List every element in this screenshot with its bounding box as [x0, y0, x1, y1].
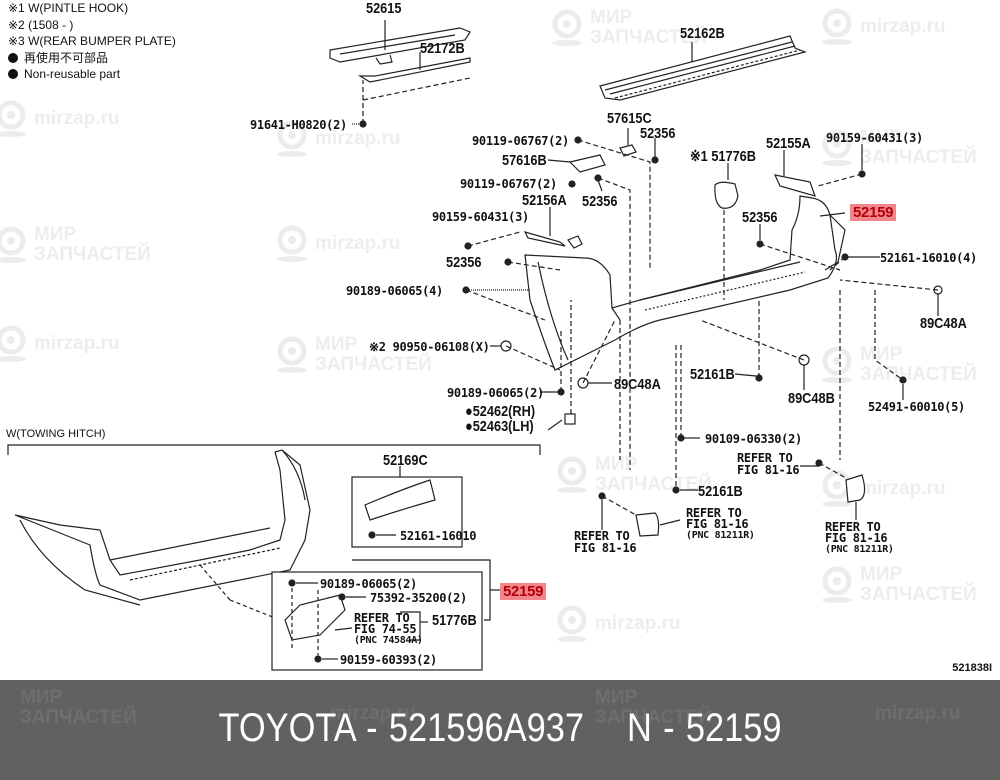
legend-note: ※3 W(REAR BUMPER PLATE) [8, 34, 176, 48]
part-label[interactable]: 52161B [690, 366, 735, 383]
part-label[interactable]: 91641-H0820(2) [250, 118, 347, 132]
part-label-highlighted[interactable]: 52159 [500, 583, 547, 600]
part-label[interactable]: 90109-06330(2) [705, 432, 802, 446]
part-label[interactable]: 89C48A [920, 315, 967, 332]
part-label[interactable]: 51776B [432, 612, 477, 629]
part-label[interactable]: 52356 [582, 193, 618, 210]
part-label[interactable]: 75392-35200(2) [370, 591, 467, 605]
part-label[interactable]: 90159-60431(3) [432, 210, 529, 224]
part-label[interactable]: 90159-60393(2) [340, 653, 437, 667]
part-label[interactable]: 52161-16010(4) [880, 251, 977, 265]
part-label[interactable]: 90159-60431(3) [826, 131, 923, 145]
legend-note: ※2 (1508 - ) [8, 17, 74, 32]
part-label[interactable]: 52161-16010 [400, 529, 477, 543]
part-label[interactable]: 52172B [420, 40, 465, 57]
part-label[interactable]: ※1 51776B [690, 148, 756, 165]
part-label[interactable]: 52356 [742, 209, 778, 226]
part-label[interactable]: 52155A [766, 135, 811, 152]
section-label: W(TOWING HITCH) [6, 428, 106, 440]
part-label[interactable]: 52161B [698, 483, 743, 500]
part-label[interactable]: ※2 90950-06108(X) [369, 340, 490, 354]
watermark: mirzap.ru [875, 703, 961, 724]
legend-bullet: Non-reusable part [8, 66, 176, 83]
part-label-highlighted[interactable]: 52159 [850, 204, 897, 221]
watermark: mirzap.ru [330, 703, 416, 724]
part-label[interactable]: 52162B [680, 25, 725, 42]
part-label[interactable]: 90189-06065(2) [320, 577, 417, 591]
part-number-title: TOYOTA - 521596A937 N - 52159 [70, 706, 930, 751]
exploded-view-drawing [7, 20, 943, 671]
part-label[interactable]: 89C48B [788, 390, 835, 407]
part-label[interactable]: ●52463(LH) [465, 418, 534, 435]
part-label[interactable]: 52169C [383, 452, 428, 469]
part-label[interactable]: 90189-06065(2) [447, 386, 544, 400]
part-label[interactable]: 52356 [446, 254, 482, 271]
legend-bullet: 再使用不可部品 [8, 50, 176, 67]
bullet-icon [8, 52, 18, 63]
bullet-icon [8, 69, 18, 79]
legend-note: ※1 W(PINTLE HOOK) [8, 1, 129, 15]
part-label[interactable]: 52156A [522, 192, 567, 209]
part-label[interactable]: 90119-06767(2) [460, 177, 557, 191]
part-label[interactable]: 89C48A [614, 376, 661, 393]
part-label[interactable]: ●52462(RH) [465, 403, 536, 420]
part-label[interactable]: 52615 [366, 0, 402, 17]
part-label[interactable]: 57616B [502, 152, 547, 169]
part-label[interactable]: 57615C [607, 110, 652, 127]
part-label[interactable]: 90119-06767(2) [472, 134, 569, 148]
brand-part-number: TOYOTA - 521596A937 [218, 706, 584, 750]
part-label[interactable]: 90189-06065(4) [346, 284, 443, 298]
part-label[interactable]: 52491-60010(5) [868, 400, 965, 414]
part-label[interactable]: 52356 [640, 125, 676, 142]
legend: ※1 W(PINTLE HOOK) ※2 (1508 - ) ※3 W(REAR… [8, 0, 176, 83]
pnc-number: N - 52159 [626, 706, 782, 750]
figure-code: 521838I [952, 662, 992, 674]
